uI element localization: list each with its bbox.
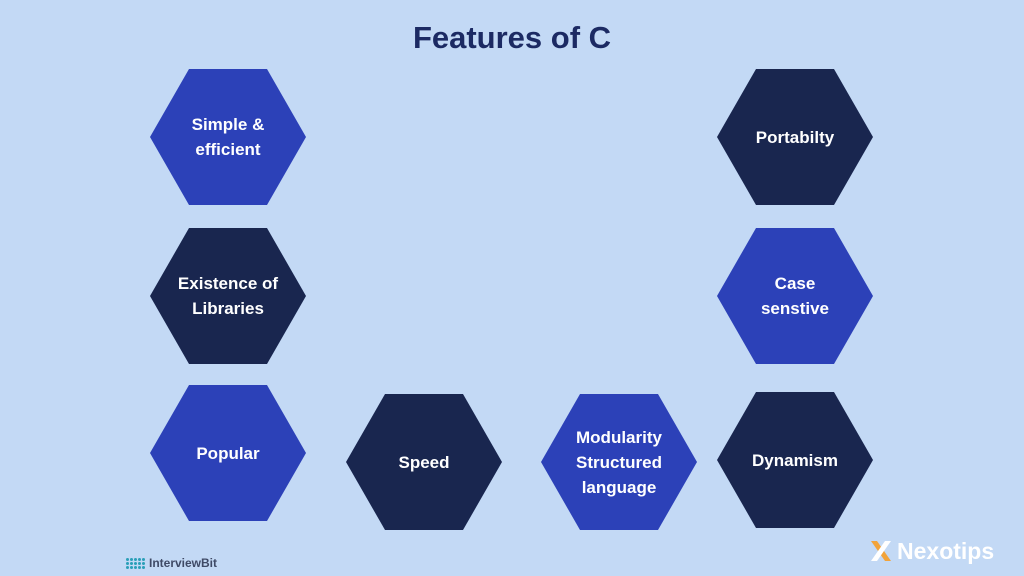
hex-modularity: Modularity Structured language (541, 394, 697, 530)
interviewbit-logo-text: InterviewBit (149, 556, 218, 570)
interviewbit-logo: InterviewBit (126, 555, 217, 571)
hex-existence-of-libraries: Existence of Libraries (150, 228, 306, 364)
hex-label: Portabilty (755, 127, 835, 147)
hex-label: Speed (398, 452, 450, 472)
nexotips-x-icon (871, 541, 891, 561)
hex-case-sensitive: Case senstive (717, 228, 873, 364)
interviewbit-dots-icon (126, 557, 145, 569)
hex-simple-efficient: Simple & efficient (150, 69, 306, 205)
hex-portability: Portabilty (717, 69, 873, 205)
hex-label: Existence of Libraries (177, 274, 279, 318)
hex-label: Case senstive (760, 274, 830, 318)
nexotips-logo: Nexotips (868, 534, 994, 568)
hex-speed: Speed (346, 394, 502, 530)
hex-label: Modularity Structured language (576, 427, 662, 497)
hex-popular: Popular (150, 385, 306, 521)
hex-label: Popular (196, 443, 260, 463)
hex-dynamism: Dynamism (717, 392, 873, 528)
nexotips-logo-text: Nexotips (897, 537, 995, 564)
diagram-title: Features of C (412, 20, 612, 55)
hex-label: Simple & efficient (191, 115, 265, 159)
hex-label: Dynamism (752, 450, 838, 470)
